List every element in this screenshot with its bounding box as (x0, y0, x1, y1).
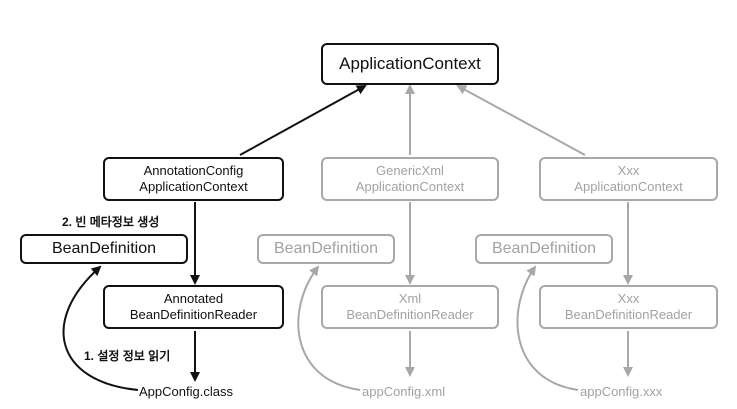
curve-appconfig-xml-to-beandefinition (297, 265, 361, 391)
bean-definition-label: BeanDefinition (273, 240, 379, 257)
source-appconfig-xxx: appConfig.xxx (580, 384, 663, 399)
arrow-annotation-to-root (239, 85, 367, 156)
application-context-box: ApplicationContext (321, 43, 499, 85)
reader-line2: BeanDefinitionReader (564, 307, 693, 322)
reader-line1: Xml (398, 290, 422, 306)
source-appconfig-class: AppConfig.class (139, 384, 233, 399)
xxx-context-box: Xxx ApplicationContext (539, 157, 718, 201)
curve-appconfig-xxx-to-beandefinition (516, 265, 579, 391)
step-create-meta-label: 2. 빈 메타정보 생성 (62, 215, 160, 229)
bean-definition-label: BeanDefinition (491, 240, 597, 257)
context-line2: ApplicationContext (355, 179, 465, 194)
application-context-label: ApplicationContext (339, 54, 481, 74)
annotated-reader-box: Annotated BeanDefinitionReader (103, 285, 284, 329)
annotation-config-context-box: AnnotationConfig ApplicationContext (103, 157, 284, 201)
xml-reader-box: Xml BeanDefinitionReader (321, 285, 499, 329)
context-line2: ApplicationContext (139, 179, 248, 194)
context-line1: AnnotationConfig (143, 162, 244, 178)
xxx-reader-box: Xxx BeanDefinitionReader (539, 285, 718, 329)
reader-line2: BeanDefinitionReader (346, 307, 474, 322)
bean-definition-box: BeanDefinition (475, 234, 613, 264)
bean-definition-box: BeanDefinition (20, 234, 188, 264)
bean-definition-box: BeanDefinition (257, 234, 395, 264)
reader-line2: BeanDefinitionReader (129, 307, 258, 322)
context-line1: GenericXml (376, 162, 444, 178)
source-appconfig-xml: appConfig.xml (362, 384, 446, 399)
step-read-config-label: 1. 설정 정보 읽기 (84, 349, 171, 363)
context-line2: ApplicationContext (574, 179, 683, 194)
reader-line1: Annotated (163, 290, 224, 306)
generic-xml-context-box: GenericXml ApplicationContext (321, 157, 499, 201)
context-line1: Xxx (617, 162, 640, 178)
bean-definition-label: BeanDefinition (51, 240, 157, 257)
reader-line1: Xxx (617, 290, 640, 306)
arrow-xxx-to-root (456, 85, 586, 156)
curve-appconfig-class-to-beandefinition (62, 265, 139, 391)
